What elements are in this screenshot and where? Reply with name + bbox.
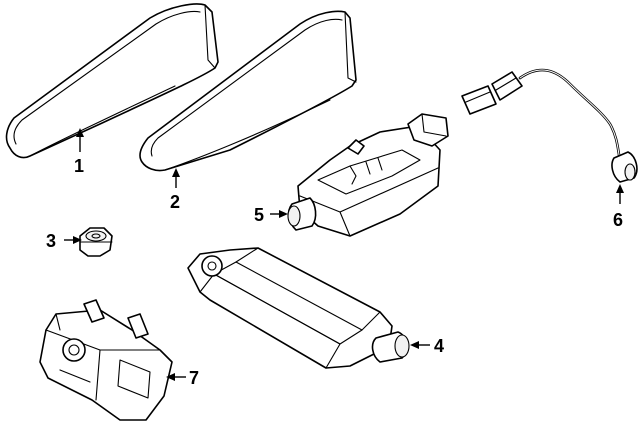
part-1-antenna-cover (5, 3, 219, 159)
callout-5: 5 (254, 205, 264, 225)
callout-7: 7 (189, 368, 199, 388)
part-3-clip-nut (79, 227, 113, 257)
part-4-amplifier (187, 247, 410, 369)
callout-4: 4 (434, 336, 444, 356)
callout-1: 1 (74, 156, 84, 176)
part-7-mount-bracket (39, 299, 173, 421)
callout-2: 2 (170, 192, 180, 212)
part-6-cable (461, 68, 638, 183)
part-5-receiver (287, 113, 449, 237)
leader-arrows (64, 128, 624, 381)
callout-6: 6 (613, 210, 623, 230)
callout-labels: 1 2 3 4 5 6 7 (46, 156, 623, 388)
callout-3: 3 (46, 231, 56, 251)
part-2-antenna-cover (139, 10, 357, 172)
